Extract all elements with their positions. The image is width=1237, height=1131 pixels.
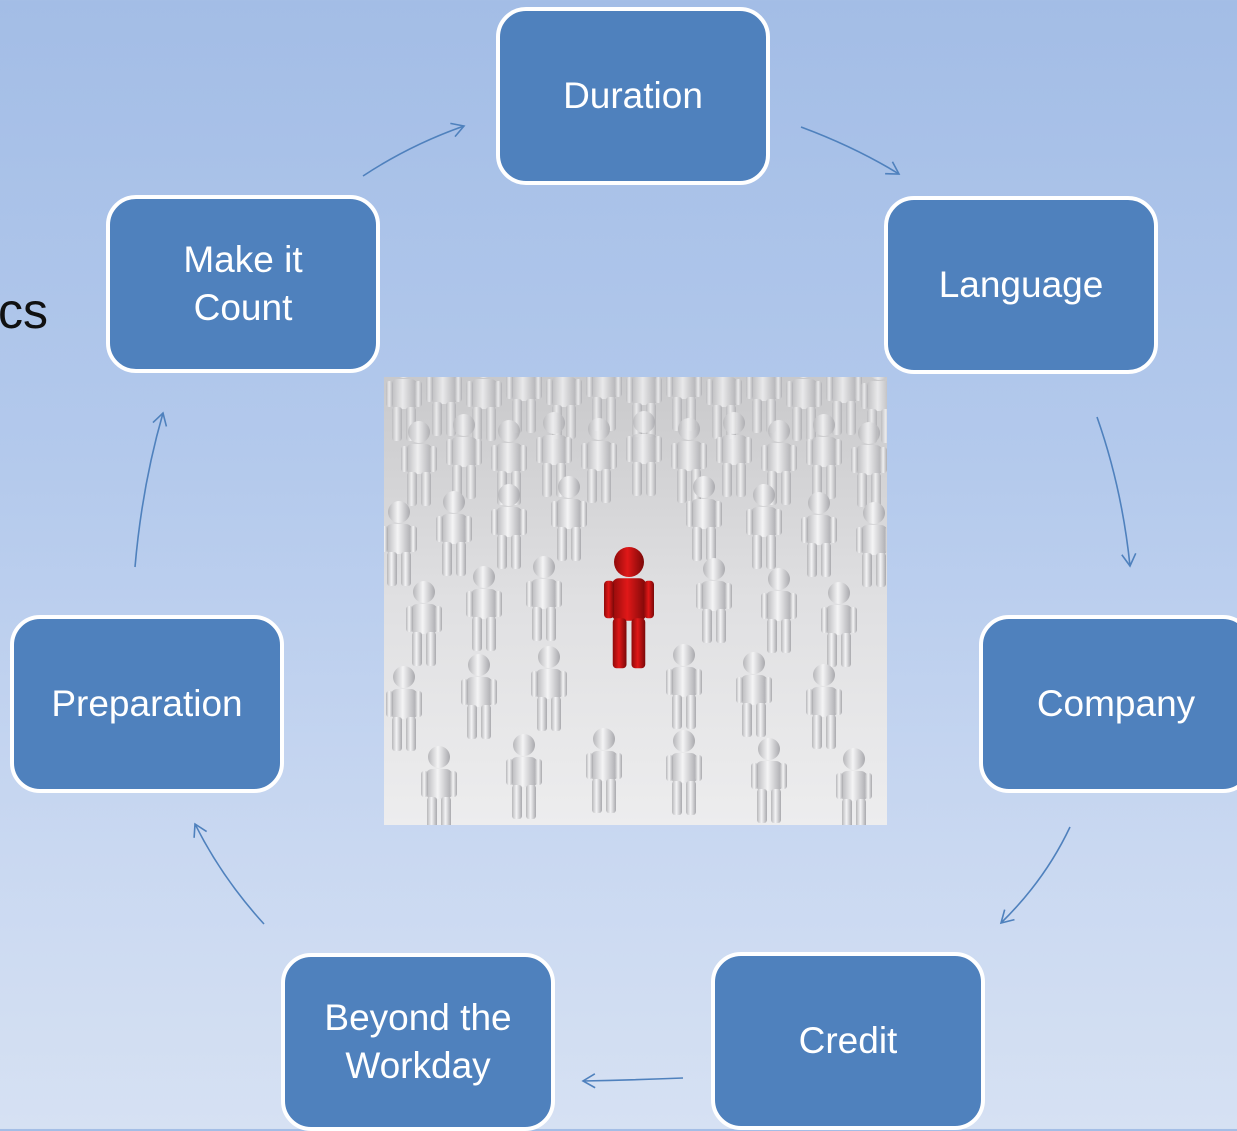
- node-duration: Duration: [496, 7, 770, 185]
- node-preparation: Preparation: [10, 615, 284, 793]
- slide-title-fragment: cs: [0, 283, 48, 339]
- node-beyond-the-workday: Beyond the Workday: [281, 953, 555, 1131]
- arrow-beyond-to-preparation: [193, 822, 265, 925]
- arrow-credit-to-beyond: [581, 1073, 684, 1089]
- arrow-company-to-credit: [999, 826, 1071, 925]
- node-company: Company: [979, 615, 1237, 793]
- crowd-image: [384, 377, 887, 825]
- arrow-makeitcount-to-duration: [362, 122, 466, 177]
- arrow-duration-to-language: [800, 126, 901, 175]
- node-language: Language: [884, 196, 1158, 374]
- arrow-preparation-to-makeitcount: [134, 411, 168, 568]
- node-credit: Credit: [711, 952, 985, 1130]
- node-make-it-count: Make it Count: [106, 195, 380, 373]
- arrow-language-to-company: [1096, 416, 1137, 568]
